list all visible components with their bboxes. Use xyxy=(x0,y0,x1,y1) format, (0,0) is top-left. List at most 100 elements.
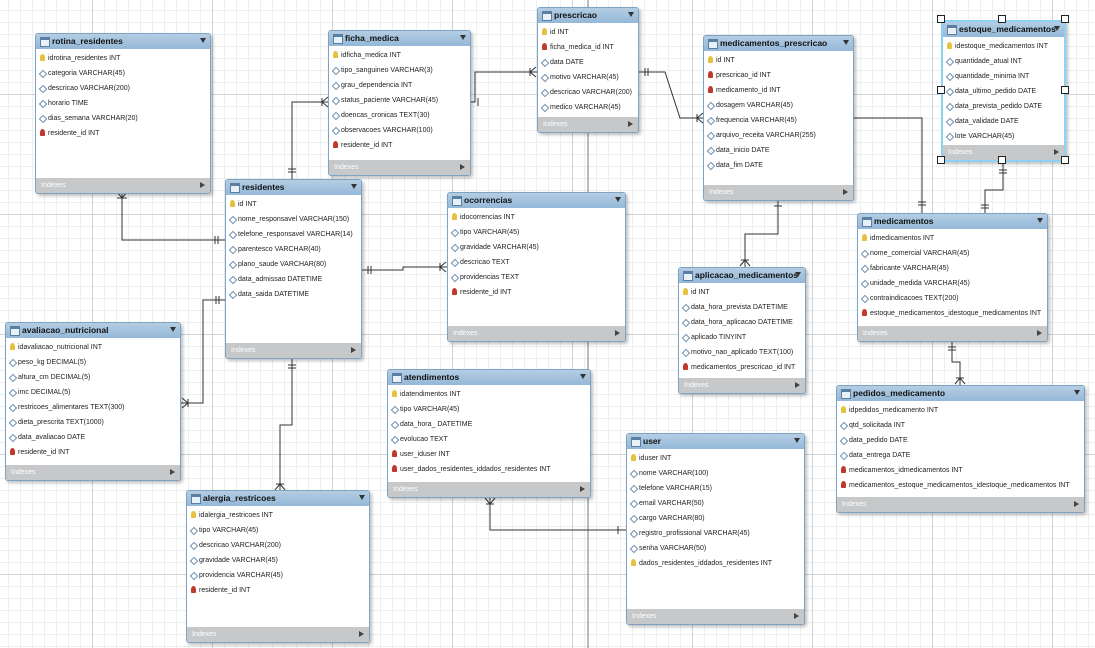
column-row[interactable]: observacoes VARCHAR(100) xyxy=(329,123,470,138)
column-row[interactable]: iduser INT xyxy=(627,451,804,466)
column-row[interactable]: dieta_prescrita TEXT(1000) xyxy=(6,415,180,430)
resize-handle[interactable] xyxy=(1061,86,1069,94)
table-header[interactable]: pedidos_medicamento xyxy=(837,386,1084,401)
column-row[interactable]: frequencia VARCHAR(45) xyxy=(704,113,853,128)
indexes-section[interactable]: Indexes xyxy=(388,482,590,497)
expand-arrow-icon[interactable] xyxy=(359,631,364,637)
column-row[interactable]: idrotina_residentes INT xyxy=(36,51,210,66)
column-row[interactable]: idavaliacao_nutricional INT xyxy=(6,340,180,355)
column-row[interactable]: idalergia_restricoes INT xyxy=(187,508,369,523)
chevron-down-icon[interactable] xyxy=(460,35,466,40)
expand-arrow-icon[interactable] xyxy=(170,469,175,475)
expand-arrow-icon[interactable] xyxy=(460,164,465,170)
resize-handle[interactable] xyxy=(937,86,945,94)
column-row[interactable]: medicamentos_estoque_medicamentos_idesto… xyxy=(837,478,1084,493)
column-row[interactable]: providencias TEXT xyxy=(448,270,625,285)
resize-handle[interactable] xyxy=(998,156,1006,164)
chevron-down-icon[interactable] xyxy=(628,12,634,17)
column-row[interactable]: gravidade VARCHAR(45) xyxy=(187,553,369,568)
column-row[interactable]: email VARCHAR(50) xyxy=(627,496,804,511)
column-row[interactable]: residente_id INT xyxy=(329,138,470,153)
column-row[interactable]: medico VARCHAR(45) xyxy=(538,100,638,115)
table-user[interactable]: user iduser INT nome VARCHAR(100) telefo… xyxy=(626,433,805,625)
indexes-section[interactable]: Indexes xyxy=(187,627,369,642)
expand-arrow-icon[interactable] xyxy=(794,613,799,619)
resize-handle[interactable] xyxy=(998,15,1006,23)
expand-arrow-icon[interactable] xyxy=(351,347,356,353)
column-row[interactable]: categoria VARCHAR(45) xyxy=(36,66,210,81)
expand-arrow-icon[interactable] xyxy=(1074,501,1079,507)
expand-arrow-icon[interactable] xyxy=(843,189,848,195)
table-avaliacao-nutricional[interactable]: avaliacao_nutricional idavaliacao_nutric… xyxy=(5,322,181,481)
column-row[interactable]: medicamentos_idmedicamentos INT xyxy=(837,463,1084,478)
column-row[interactable]: registro_profissional VARCHAR(45) xyxy=(627,526,804,541)
column-row[interactable]: gravidade VARCHAR(45) xyxy=(448,240,625,255)
table-medicamentos-prescricao[interactable]: medicamentos_prescricao id INT prescrica… xyxy=(703,35,854,201)
column-row[interactable]: medicamento_id INT xyxy=(704,83,853,98)
indexes-section[interactable]: Indexes xyxy=(704,185,853,200)
expand-arrow-icon[interactable] xyxy=(200,182,205,188)
column-row[interactable]: id INT xyxy=(704,53,853,68)
column-row[interactable]: plano_saude VARCHAR(80) xyxy=(226,257,361,272)
table-header[interactable]: ocorrencias xyxy=(448,193,625,208)
chevron-down-icon[interactable] xyxy=(615,197,621,202)
column-row[interactable]: user_dados_residentes_iddados_residentes… xyxy=(388,462,590,477)
column-row[interactable]: qtd_solicitada INT xyxy=(837,418,1084,433)
table-header[interactable]: residentes xyxy=(226,180,361,195)
column-row[interactable]: tipo VARCHAR(45) xyxy=(448,225,625,240)
column-row[interactable]: unidade_medida VARCHAR(45) xyxy=(858,276,1047,291)
column-row[interactable]: data_hora_aplicacao DATETIME xyxy=(679,315,805,330)
column-row[interactable]: telefone VARCHAR(15) xyxy=(627,481,804,496)
table-residentes[interactable]: residentes id INT nome_responsavel VARCH… xyxy=(225,179,362,359)
column-row[interactable]: residente_id INT xyxy=(448,285,625,300)
column-row[interactable]: data_fim DATE xyxy=(704,158,853,173)
column-row[interactable]: telefone_responsavel VARCHAR(14) xyxy=(226,227,361,242)
table-ocorrencias[interactable]: ocorrencias idocorrencias INT tipo VARCH… xyxy=(447,192,626,342)
table-header[interactable]: medicamentos xyxy=(858,214,1047,229)
column-row[interactable]: horario TIME xyxy=(36,96,210,111)
indexes-section[interactable]: Indexes xyxy=(837,497,1084,512)
table-header[interactable]: estoque_medicamentos xyxy=(943,22,1064,37)
column-row[interactable]: grau_dependencia INT xyxy=(329,78,470,93)
resize-handle[interactable] xyxy=(937,15,945,23)
column-row[interactable]: nome_comercial VARCHAR(45) xyxy=(858,246,1047,261)
indexes-section[interactable]: Indexes xyxy=(538,117,638,132)
table-header[interactable]: alergia_restricoes xyxy=(187,491,369,506)
column-row[interactable]: parentesco VARCHAR(40) xyxy=(226,242,361,257)
column-row[interactable]: user_iduser INT xyxy=(388,447,590,462)
column-row[interactable]: data_hora_prevista DATETIME xyxy=(679,300,805,315)
expand-arrow-icon[interactable] xyxy=(1037,330,1042,336)
table-header[interactable]: atendimentos xyxy=(388,370,590,385)
indexes-section[interactable]: Indexes xyxy=(329,160,470,175)
column-row[interactable]: data_inicio DATE xyxy=(704,143,853,158)
column-row[interactable]: data_pedido DATE xyxy=(837,433,1084,448)
column-row[interactable]: aplicado TINYINT xyxy=(679,330,805,345)
column-row[interactable]: contraindicacoes TEXT(200) xyxy=(858,291,1047,306)
table-header[interactable]: avaliacao_nutricional xyxy=(6,323,180,338)
indexes-section[interactable]: Indexes xyxy=(448,326,625,341)
table-prescricao[interactable]: prescricao id INT ficha_medica_id INT da… xyxy=(537,7,639,133)
column-row[interactable]: data_admissao DATETIME xyxy=(226,272,361,287)
column-row[interactable]: doencas_cronicas TEXT(30) xyxy=(329,108,470,123)
column-row[interactable]: prescricao_id INT xyxy=(704,68,853,83)
expand-arrow-icon[interactable] xyxy=(1054,149,1059,155)
chevron-down-icon[interactable] xyxy=(200,38,206,43)
chevron-down-icon[interactable] xyxy=(1054,26,1060,31)
chevron-down-icon[interactable] xyxy=(351,184,357,189)
table-atendimentos[interactable]: atendimentos idatendimentos INT tipo VAR… xyxy=(387,369,591,498)
table-ficha-medica[interactable]: ficha_medica idficha_medica INT tipo_san… xyxy=(328,30,471,176)
column-row[interactable]: idpedidos_medicamento INT xyxy=(837,403,1084,418)
table-alergia-restricoes[interactable]: alergia_restricoes idalergia_restricoes … xyxy=(186,490,370,643)
chevron-down-icon[interactable] xyxy=(359,495,365,500)
column-row[interactable]: residente_id INT xyxy=(6,445,180,460)
column-row[interactable]: data DATE xyxy=(538,55,638,70)
column-row[interactable]: nome_responsavel VARCHAR(150) xyxy=(226,212,361,227)
column-row[interactable]: id INT xyxy=(226,197,361,212)
column-row[interactable]: data_validade DATE xyxy=(943,114,1064,129)
column-row[interactable]: idocorrencias INT xyxy=(448,210,625,225)
chevron-down-icon[interactable] xyxy=(794,438,800,443)
expand-arrow-icon[interactable] xyxy=(580,486,585,492)
column-row[interactable]: data_avaliacao DATE xyxy=(6,430,180,445)
resize-handle[interactable] xyxy=(1061,156,1069,164)
expand-arrow-icon[interactable] xyxy=(628,121,633,127)
